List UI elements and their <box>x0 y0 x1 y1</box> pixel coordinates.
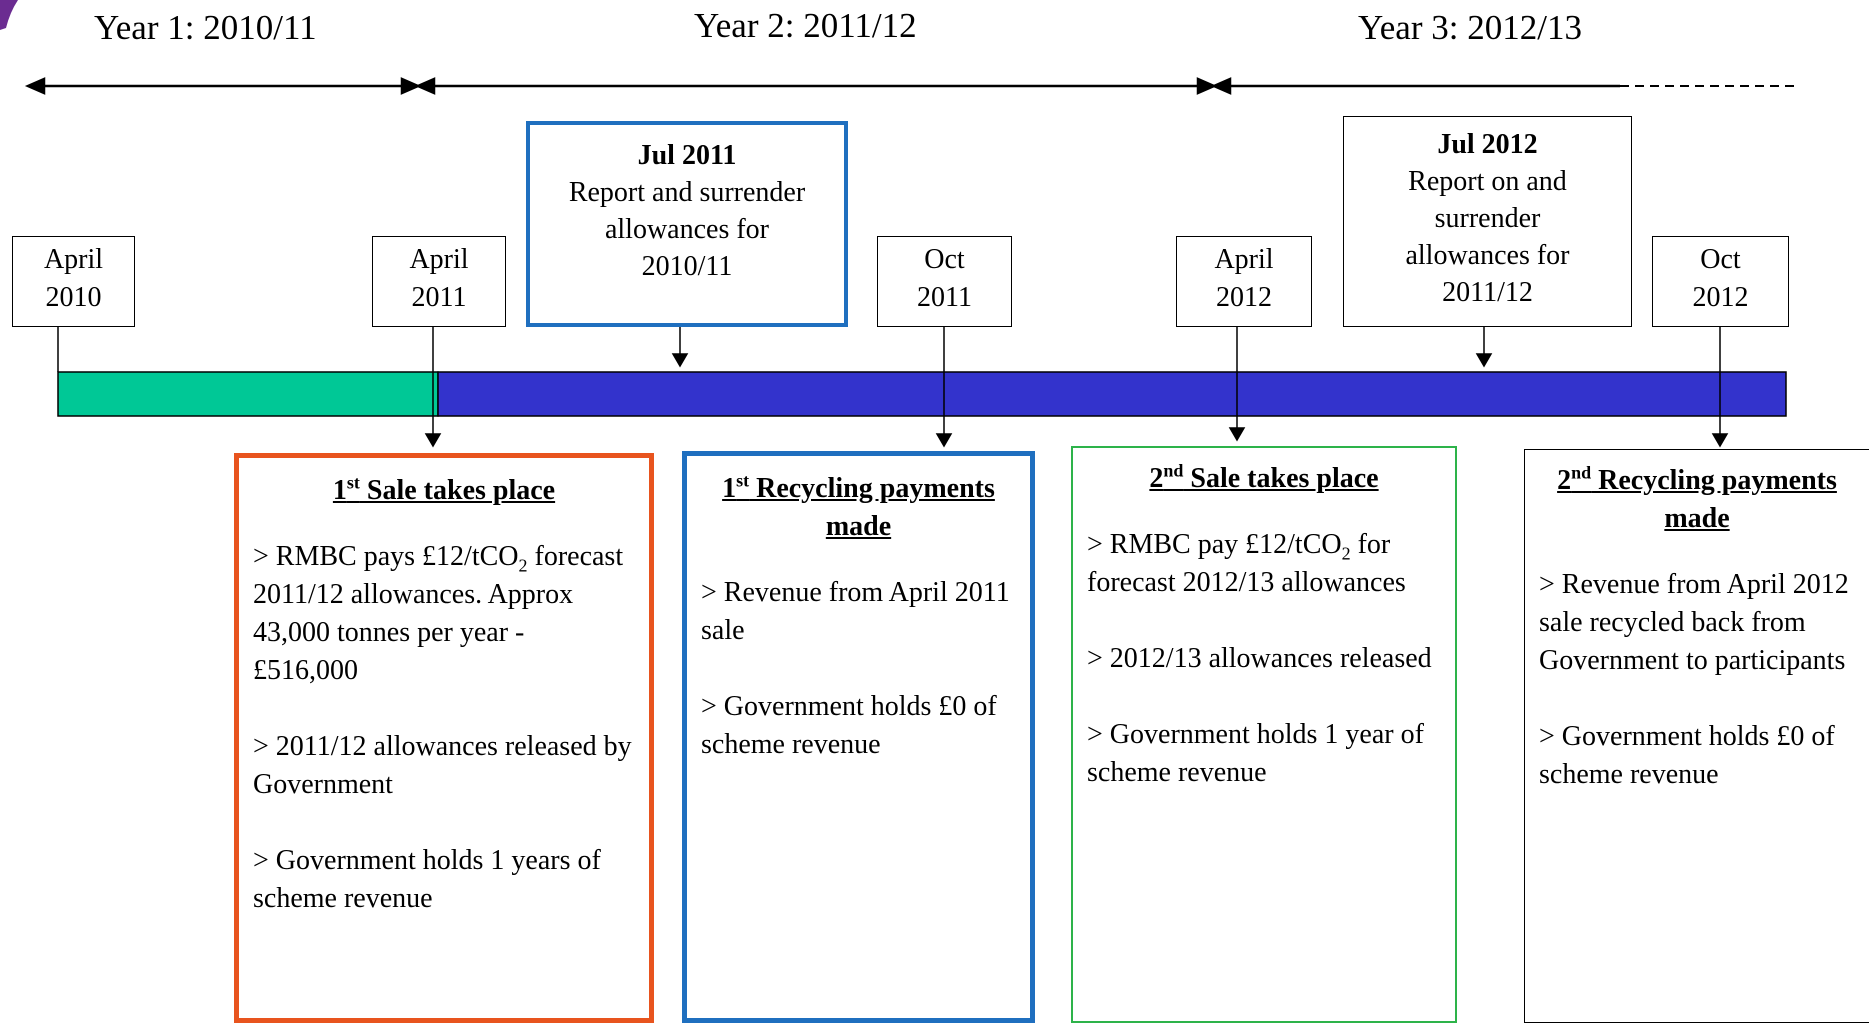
card-heading: 1st Recycling payments made <box>722 470 995 542</box>
date-box-oct-2011: Oct 2011 <box>877 236 1012 327</box>
arrowhead-oct2012 <box>1711 433 1729 448</box>
date-year: 2010 <box>45 282 102 313</box>
event-title: Jul 2011 <box>637 140 737 171</box>
card-first-recycling: 1st Recycling payments made > Revenue fr… <box>682 451 1035 1023</box>
card-paragraph: > Revenue from April 2011 sale <box>701 577 1010 646</box>
card-paragraph: > 2011/12 allowances released by Governm… <box>253 731 632 800</box>
event-box-jul-2012: Jul 2012 Report on and surrender allowan… <box>1343 116 1632 327</box>
date-year: 2011 <box>411 282 467 313</box>
event-line: allowances for <box>1405 240 1570 271</box>
card-heading: 2nd Sale takes place <box>1149 460 1379 494</box>
event-line: allowances for <box>604 214 770 245</box>
year3-span-arrow <box>1210 77 1620 95</box>
year1-label: Year 1: 2010/11 <box>94 8 317 47</box>
year3-label: Year 3: 2012/13 <box>1358 8 1582 47</box>
year2-label: Year 2: 2011/12 <box>694 6 917 45</box>
date-year: 2012 <box>1692 282 1749 313</box>
event-title: Jul 2012 <box>1437 129 1538 160</box>
card-paragraph: > RMBC pay £12/tCO2 for forecast 2012/13… <box>1087 529 1406 598</box>
timeline-bar-years2-3 <box>437 371 1787 417</box>
timeline-bar-year1 <box>57 371 439 417</box>
date-month: April <box>43 244 104 275</box>
card-second-sale: 2nd Sale takes place > RMBC pay £12/tCO2… <box>1071 446 1457 1023</box>
date-box-oct-2012: Oct 2012 <box>1652 236 1789 327</box>
card-paragraph: > Government holds 1 years of scheme rev… <box>253 845 601 914</box>
arrowhead-jul2012 <box>1475 353 1493 368</box>
card-paragraph: > Government holds £0 of scheme revenue <box>1539 721 1835 790</box>
card-heading: 1st Sale takes place <box>332 472 556 506</box>
date-box-april-2012: April 2012 <box>1176 236 1312 327</box>
event-line: 2010/11 <box>641 251 733 282</box>
date-box-april-2011: April 2011 <box>372 236 506 327</box>
date-year: 2012 <box>1216 282 1272 313</box>
date-box-april-2010: April 2010 <box>12 236 135 327</box>
purple-corner-accent <box>0 0 18 30</box>
card-heading: 2nd Recycling payments made <box>1557 462 1837 534</box>
date-year: 2011 <box>917 282 972 313</box>
card-paragraph: > RMBC pays £12/tCO2 forecast 2011/12 al… <box>253 541 624 686</box>
year1-span-arrow <box>24 77 422 95</box>
arrowhead-oct2011 <box>935 433 953 448</box>
date-month: April <box>1214 244 1274 275</box>
card-paragraph: > Revenue from April 2012 sale recycled … <box>1539 569 1849 676</box>
arrowhead-apr2011 <box>424 433 442 448</box>
event-line: Report on and <box>1408 166 1567 197</box>
date-month: April <box>409 244 469 275</box>
card-paragraph: > Government holds £0 of scheme revenue <box>701 691 997 760</box>
arrowhead-apr2012 <box>1228 427 1246 442</box>
year2-span-arrow <box>414 77 1218 95</box>
event-line: 2011/12 <box>1442 277 1533 308</box>
arrowhead-jul2011 <box>671 353 689 368</box>
event-line: Report and surrender <box>568 177 806 208</box>
event-box-jul-2011: Jul 2011 Report and surrender allowances… <box>526 121 848 327</box>
card-paragraph: > 2012/13 allowances released <box>1087 643 1432 674</box>
event-line: surrender <box>1434 203 1541 234</box>
card-paragraph: > Government holds 1 year of scheme reve… <box>1087 719 1424 788</box>
card-second-recycling: 2nd Recycling payments made > Revenue fr… <box>1524 449 1869 1023</box>
date-month: Oct <box>924 244 965 275</box>
card-first-sale: 1st Sale takes place > RMBC pays £12/tCO… <box>234 453 654 1023</box>
date-month: Oct <box>1700 244 1741 275</box>
